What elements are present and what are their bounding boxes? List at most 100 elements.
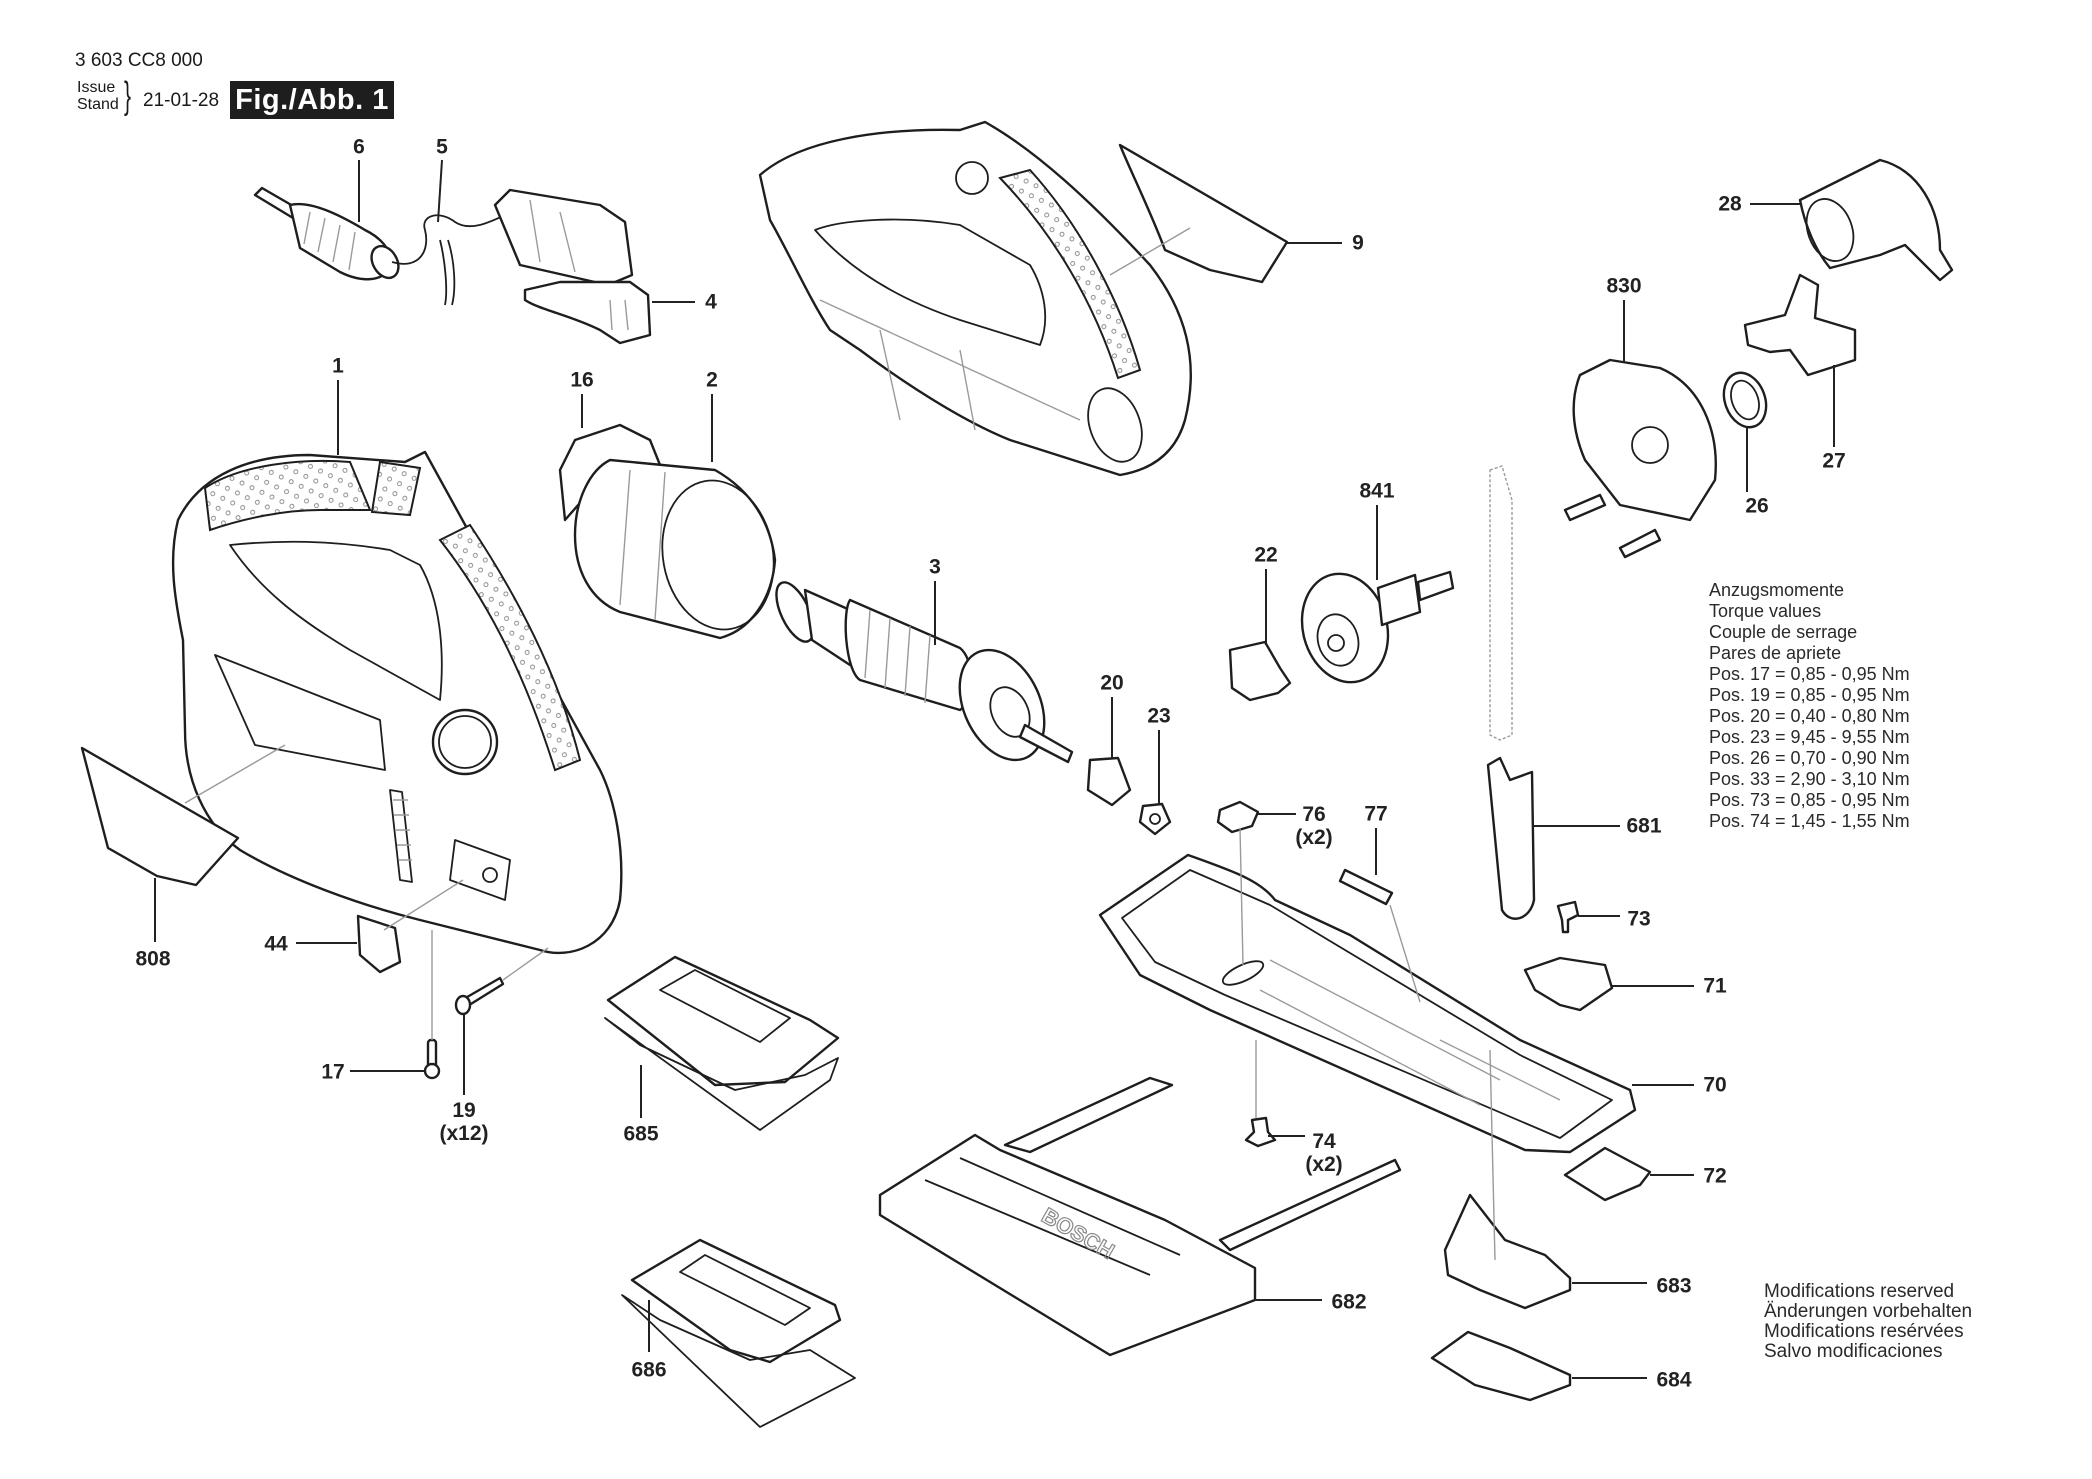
assembly-line — [1489, 1049, 1496, 1261]
power-cable-part-6 — [253, 186, 400, 281]
issue-date: 21-01-28 — [143, 90, 220, 111]
part-label-with-qty: 76 (x2) — [1295, 803, 1332, 849]
modifications-note: Modifications reserved Änderungen vorbeh… — [1764, 1282, 1972, 1362]
torque-title: Anzugsmomente — [1709, 580, 1845, 600]
part-label: 17 — [321, 1060, 345, 1084]
part-label: 681 — [1626, 814, 1662, 838]
part-label: 1 — [332, 354, 344, 378]
part-qty: (x12) — [439, 1122, 489, 1145]
torque-row: Pos. 20 = 0,40 - 0,80 Nm — [1709, 706, 1910, 726]
part-qty: (x2) — [1295, 826, 1333, 849]
part-label: 4 — [705, 290, 717, 314]
square-nut-part-76 — [1216, 800, 1260, 834]
pinion-part-20 — [1086, 756, 1132, 807]
leader-lines — [154, 159, 1835, 1379]
torque-row: Pos. 23 = 9,45 - 9,55 Nm — [1709, 727, 1910, 747]
part-label: 44 — [264, 932, 288, 956]
brace-glyph: } — [124, 75, 131, 117]
screw-part-17 — [423, 930, 441, 1080]
pin-part-77 — [1338, 868, 1394, 906]
part-label: 27 — [1822, 449, 1846, 473]
switch-part-4 — [493, 188, 652, 345]
modifications-line: Änderungen vorbehalten — [1764, 1301, 1973, 1322]
torque-row: Pos. 26 = 0,70 - 0,90 Nm — [1709, 748, 1910, 768]
torque-row: Pos. 74 = 1,45 - 1,55 Nm — [1709, 811, 1910, 831]
cap-opening — [1805, 198, 1855, 262]
part-label: 22 — [1254, 543, 1278, 567]
torque-title: Torque values — [1709, 601, 1822, 621]
part-22 — [1228, 640, 1292, 702]
part-id: 76 — [1302, 803, 1326, 826]
cable-wires-part-5 — [391, 214, 506, 306]
part-label: 23 — [1147, 704, 1171, 728]
part-label: 5 — [436, 135, 448, 159]
modifications-line: Modifications reserved — [1764, 1281, 1955, 1302]
parallel-guide-part-682: BOSCH — [878, 1076, 1402, 1357]
part-label: 685 — [623, 1122, 659, 1146]
base-plate-part-70 — [1098, 827, 1637, 1154]
part-label: 70 — [1703, 1073, 1727, 1097]
insert-part-684 — [1430, 1330, 1572, 1402]
brush-holder-part-830 — [1563, 358, 1717, 559]
o-ring-part-26 — [1722, 371, 1768, 429]
armature-part-3 — [775, 581, 1074, 764]
part-label: 73 — [1627, 907, 1651, 931]
figure-label: Fig./Abb. 1 — [230, 81, 394, 119]
part-label: 682 — [1331, 1290, 1367, 1314]
part-27 — [1743, 273, 1857, 377]
issue-label: Issue — [77, 79, 116, 96]
part-label: 77 — [1364, 802, 1388, 826]
guide-part-681 — [1486, 756, 1536, 920]
saw-blade — [1489, 465, 1513, 741]
housing-half-part-9 — [758, 120, 1192, 477]
part-id: 19 — [452, 1099, 476, 1122]
screw-part-19 — [454, 947, 549, 1016]
part-label: 3 — [929, 555, 941, 579]
label-plate-part-808 — [80, 744, 286, 887]
part-label: 28 — [1718, 192, 1742, 216]
part-label: 72 — [1703, 1164, 1727, 1188]
torque-row: Pos. 19 = 0,85 - 0,95 Nm — [1709, 685, 1910, 705]
part-label: 9 — [1352, 231, 1364, 255]
splinter-guard-part-683 — [1443, 1193, 1572, 1310]
torque-title: Couple de serrage — [1709, 622, 1858, 642]
part-label: 830 — [1606, 274, 1642, 298]
part-qty: (x2) — [1305, 1153, 1343, 1176]
clamp-part-71 — [1523, 956, 1614, 1012]
issue-labels: Issue Stand — [77, 79, 119, 113]
assembly-line — [383, 879, 464, 931]
screw-part-73 — [1556, 900, 1580, 934]
part-id: 74 — [1312, 1130, 1336, 1153]
torque-title: Pares de apriete — [1709, 643, 1842, 663]
torque-row: Pos. 73 = 0,85 - 0,95 Nm — [1709, 790, 1910, 810]
label-plate-part-9 — [1118, 143, 1289, 284]
part-label: 686 — [631, 1358, 667, 1382]
screw-part-74 — [1244, 1116, 1277, 1148]
part-label: 808 — [135, 947, 171, 971]
nut-hole — [1149, 813, 1161, 825]
part-label: 2 — [706, 368, 718, 392]
stand-label: Stand — [77, 96, 119, 113]
part-number: 3 603 CC8 000 — [75, 50, 203, 71]
cap-part-28 — [1798, 158, 1954, 282]
stator-part-2 — [558, 423, 777, 640]
part-label: 841 — [1359, 479, 1395, 503]
modifications-line: Salvo modificaciones — [1764, 1341, 1943, 1362]
part-label-with-qty: 74 (x2) — [1305, 1130, 1342, 1176]
part-label: 71 — [1703, 974, 1727, 998]
nut-part-23 — [1138, 802, 1172, 836]
part-label: 6 — [353, 135, 365, 159]
housing-half-part-1 — [171, 450, 623, 955]
part-label: 20 — [1100, 671, 1124, 695]
part-label: 683 — [1656, 1274, 1692, 1298]
o-ring-inner — [1730, 379, 1760, 421]
cover-part-44 — [356, 914, 402, 974]
part-label: 16 — [570, 368, 594, 392]
insert-part-686 — [621, 1238, 856, 1428]
assembly-line — [1109, 227, 1191, 276]
part-label-with-qty: 19 (x12) — [439, 1099, 488, 1145]
torque-row: Pos. 33 = 2,90 - 3,10 Nm — [1709, 769, 1910, 789]
torque-values-block: Anzugsmomente Torque values Couple de se… — [1709, 580, 1910, 832]
